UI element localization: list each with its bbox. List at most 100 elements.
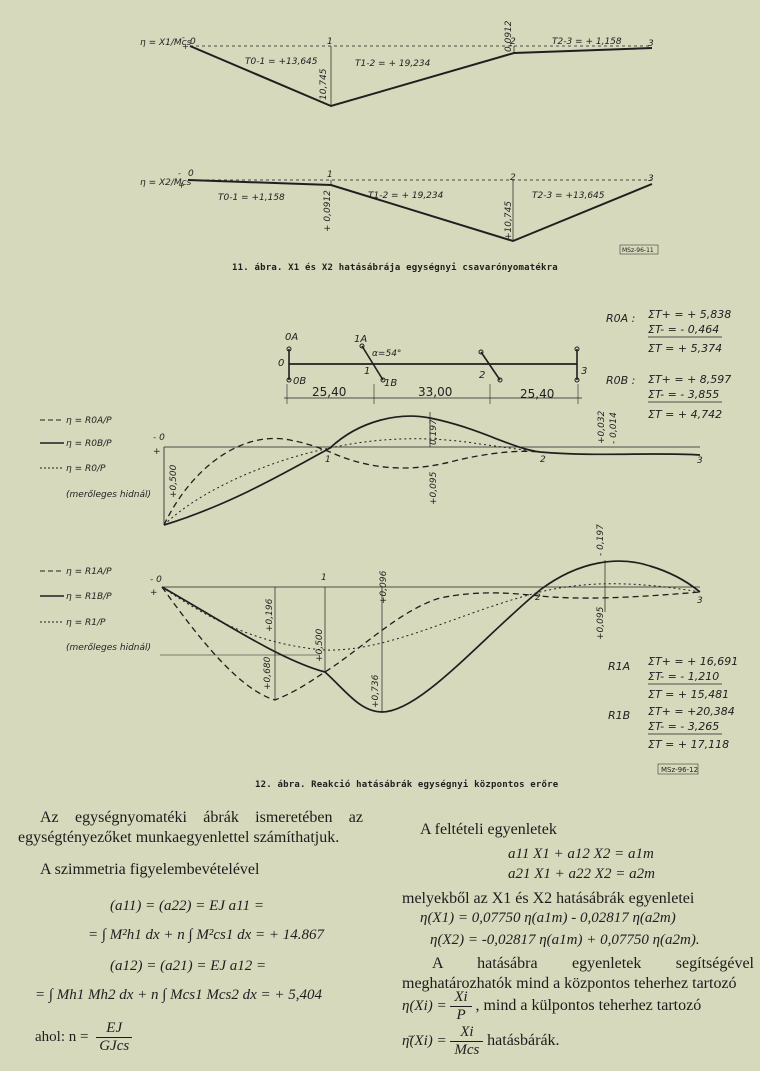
sum-value: ΣT+ = + 8,597: [648, 373, 731, 386]
condition-eq-1: a11 X1 + a12 X2 = a1m: [508, 846, 654, 862]
equation-text: hatásbárák.: [487, 1031, 560, 1049]
plus-sign: +: [182, 42, 189, 51]
upper-influence-diagram: η = R0A/P η = R0B/P η = R0/P (merőleges …: [40, 410, 703, 526]
plus-sign: +: [178, 181, 185, 190]
legend-note: (merőleges hidnál): [66, 490, 151, 500]
fraction: EJ GJcs: [96, 1020, 133, 1055]
right-paragraph-1: A feltételi egyenletek: [420, 821, 557, 838]
legend-item: η = R0B/P: [66, 439, 112, 449]
node-label: 0: [190, 37, 196, 47]
span-dimension: 33,00: [418, 385, 452, 399]
figure-11-caption: 11. ábra. X1 és X2 hatásábrája egységnyi…: [232, 263, 558, 273]
node-label: 1: [327, 37, 333, 47]
equation-label: η̄(Xi) =: [402, 1032, 447, 1049]
influence-eq-X2: η(X2) = -0,02817 η(a1m) + 0,07750 η(a2m)…: [430, 932, 700, 948]
ordinate-value: + 0,0912: [323, 190, 333, 232]
node-label: 2: [510, 37, 516, 47]
ordinate-value: 0,0912: [504, 20, 514, 52]
node-label: 0: [278, 358, 284, 369]
equation-a11: (a11) = (a22) = EJ a11 =: [110, 898, 264, 914]
influence-curve-R0A: [163, 437, 541, 526]
figure-stamp: MSz-96-12: [661, 766, 698, 774]
legend-item: η = R1/P: [66, 618, 106, 628]
equation-a12: (a12) = (a21) = EJ a12 =: [110, 958, 267, 974]
ordinate-value: +0,095: [429, 471, 439, 505]
eta-central-eq: η(Xi) = Xi P , mind a külpontos teherhez…: [402, 989, 701, 1024]
eta-label: η = X2/Mcs: [140, 178, 192, 188]
area-label: T2-3 = + 1,158: [552, 37, 622, 47]
node-label: 2: [540, 455, 546, 465]
equation-text: , mind a külpontos teherhez tartozó: [475, 996, 702, 1014]
equation-label: ahol: n =: [35, 1028, 89, 1045]
sum-value: ΣT = + 4,742: [648, 408, 722, 421]
node-label: 3: [581, 366, 587, 377]
minus-sign: -: [178, 169, 181, 178]
influence-line: [189, 45, 653, 108]
legend-item: η = R0/P: [66, 464, 106, 474]
equation-label: η(Xi) =: [402, 997, 447, 1014]
fraction-numerator: EJ: [96, 1020, 133, 1038]
node-label: 3: [648, 39, 654, 49]
sum-value: ΣT- = - 1,210: [648, 670, 719, 683]
sum-value: ΣT- = - 3,265: [648, 720, 719, 733]
stamp-box: [657, 763, 699, 775]
area-label: T1-2 = + 19,234: [368, 191, 444, 201]
sign-label: - 0: [150, 575, 162, 585]
ordinate-value: +0,032: [597, 410, 607, 444]
node-label: 2: [535, 593, 541, 603]
node-label: 3: [648, 174, 654, 184]
bridge-plan: 0A 1A 0 0B 1 1B 2 3 α=54° 25,40 33,00 25…: [278, 332, 587, 404]
span-dimension: 25,40: [312, 385, 346, 399]
fraction-denominator: Mcs: [454, 1042, 480, 1058]
area-label: T2-3 = +13,645: [532, 191, 605, 201]
minus-sign: -: [182, 33, 185, 42]
fig11-top-diagram: η = X1/Mcs - + 0 1 2 3 T0-1 = +13,645 T1…: [140, 20, 654, 108]
figure-stamp: MSz-96-11: [622, 247, 654, 254]
ordinate-value: +0,196: [265, 598, 275, 632]
legend-item: η = R1A/P: [66, 567, 112, 577]
ordinate-value: +0,680: [263, 656, 273, 690]
right-paragraph-3: A hatásábra egyenletek segítségével megh…: [402, 955, 754, 992]
lower-influence-diagram: η = R1A/P η = R1B/P η = R1/P (merőleges …: [40, 524, 703, 713]
skew-angle: α=54°: [372, 349, 401, 359]
fraction-numerator: Xi: [450, 1024, 484, 1042]
support-2: [480, 351, 501, 381]
support-1: [361, 345, 384, 381]
eta-eccentric-eq: η̄(Xi) = Xi Mcs hatásbárák.: [402, 1024, 560, 1059]
fraction-denominator: P: [456, 1007, 466, 1023]
legend-item: η = R0A/P: [66, 416, 112, 426]
node-label: 1: [364, 366, 370, 377]
sum-value: ΣT+ = + 16,691: [648, 655, 738, 668]
ordinate-value: 10,745: [319, 68, 329, 100]
stamp-box: [619, 244, 659, 255]
equation-n: ahol: n = EJ GJcs: [35, 1020, 133, 1055]
sum-value: ΣT- = - 0,464: [648, 323, 719, 336]
node-label: 3: [697, 596, 703, 606]
ordinate-value: +0,096: [379, 570, 389, 604]
area-label: T0-1 = +1,158: [218, 193, 285, 203]
node-label: 1A: [354, 334, 367, 345]
sign-label: +: [150, 588, 158, 598]
area-label: T1-2 = + 19,234: [355, 59, 431, 69]
ordinate-value: +10,745: [504, 201, 514, 240]
sign-label: +: [153, 447, 161, 457]
node-label: 0: [188, 169, 194, 179]
sum-blocks: R0A : ΣT+ = + 5,838 ΣT- = - 0,464 ΣT = +…: [606, 308, 738, 775]
influence-curve-R1: [161, 583, 701, 651]
node-label: 3: [697, 456, 703, 466]
ordinate-value: +0,095: [596, 606, 606, 640]
right-paragraph-2: melyekből az X1 és X2 hatásábrák egyenle…: [402, 890, 695, 907]
sum-value: ΣT = + 17,118: [648, 738, 729, 751]
fraction-numerator: Xi: [450, 989, 472, 1007]
node-label: 0B: [293, 376, 306, 387]
fraction: Xi Mcs: [450, 1024, 484, 1059]
span-dimension: 25,40: [520, 387, 554, 401]
fraction-denominator: GJcs: [99, 1038, 130, 1054]
figure-12-caption: 12. ábra. Reakció hatásábrák egységnyi k…: [255, 780, 559, 790]
node-label: 1B: [384, 378, 397, 389]
ordinate-value: +0,500: [169, 464, 179, 498]
influence-curve-R0: [163, 438, 541, 526]
area-label: T0-1 = +13,645: [245, 57, 318, 67]
node-label: 1: [325, 455, 331, 465]
